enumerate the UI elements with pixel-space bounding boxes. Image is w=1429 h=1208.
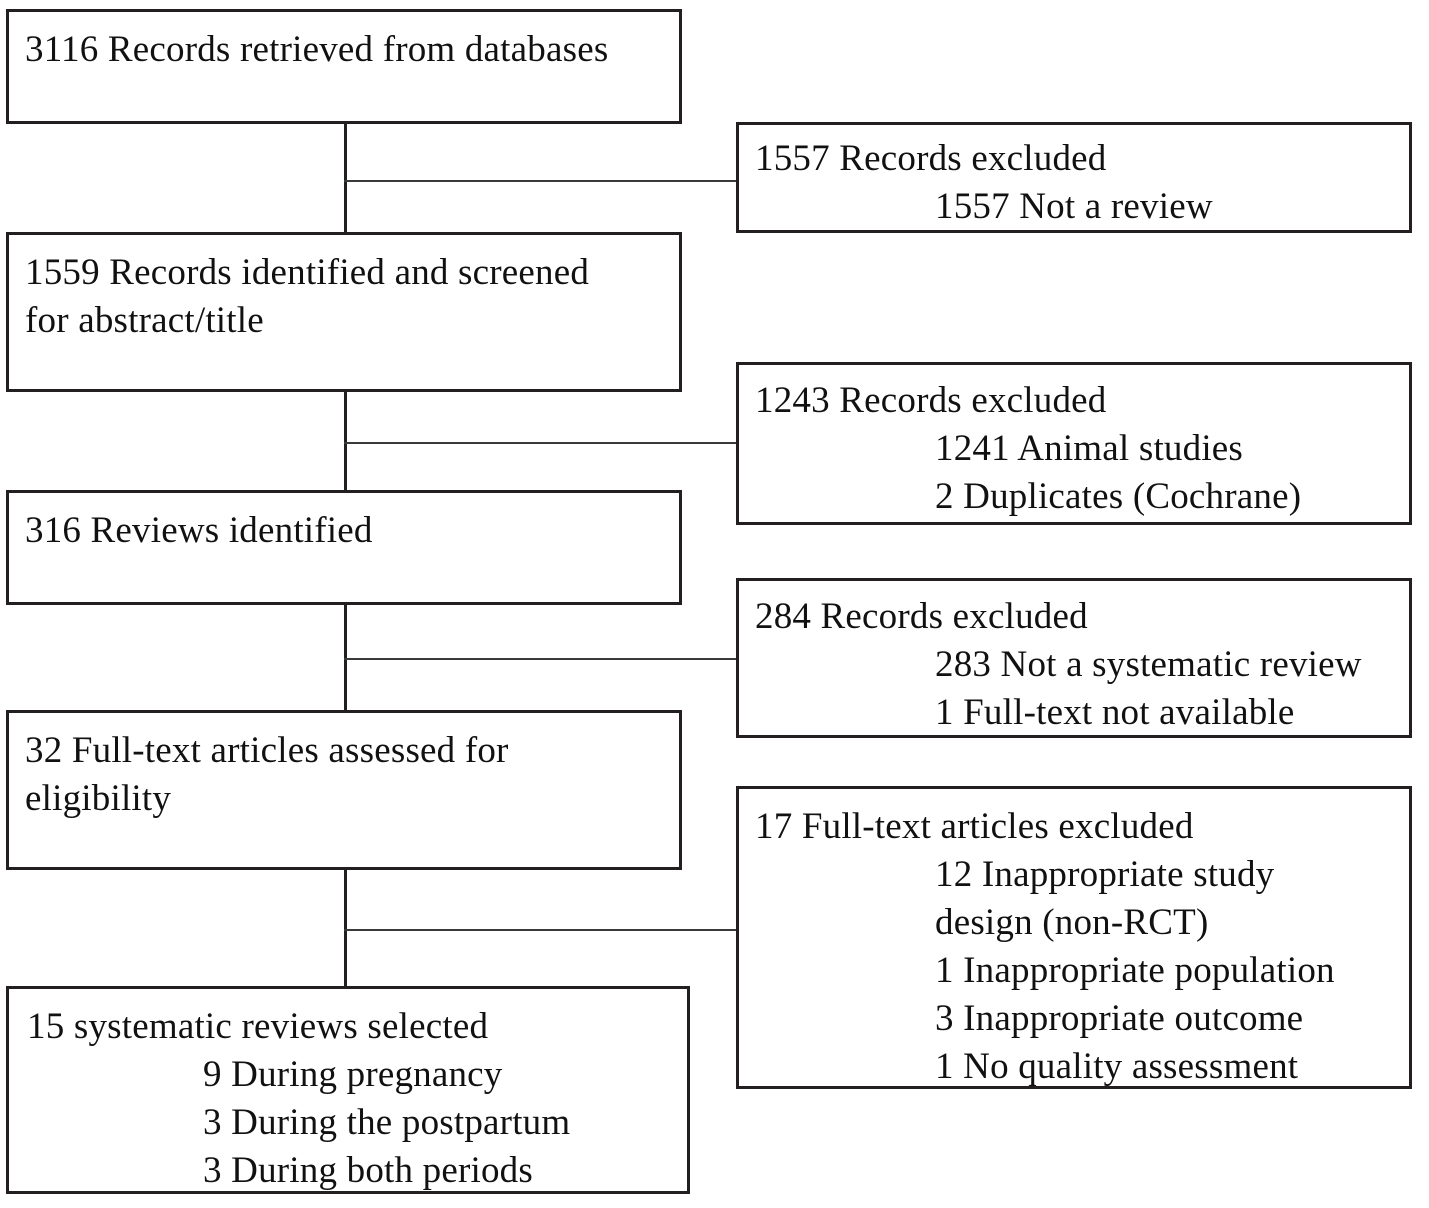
flow-text-line: 3116 Records retrieved from databases bbox=[25, 29, 609, 70]
exclusion-box-1-content: 1557 Records excluded 1557 Not a review bbox=[739, 125, 1409, 231]
exclusion-text-line: 1 Inappropriate population bbox=[935, 950, 1335, 991]
exclusion-text-line: 1241 Animal studies bbox=[935, 428, 1244, 469]
exclusion-box-1: 1557 Records excluded 1557 Not a review bbox=[736, 122, 1412, 233]
exclusion-text-line: 2 Duplicates (Cochrane) bbox=[935, 476, 1302, 517]
exclusion-text-line: 284 Records excluded bbox=[755, 596, 1088, 637]
exclusion-box-2-content: 1243 Records excluded 1241 Animal studie… bbox=[739, 365, 1409, 521]
exclusion-text-line: 12 Inappropriate study bbox=[935, 854, 1275, 895]
flow-text-line: 316 Reviews identified bbox=[25, 510, 373, 551]
flow-box-records-screened-content: 1559 Records identified and screened for… bbox=[9, 235, 679, 345]
flow-box-records-retrieved: 3116 Records retrieved from databases bbox=[6, 9, 682, 124]
connector-vertical-1 bbox=[344, 122, 347, 236]
flow-box-reviews-identified-content: 316 Reviews identified bbox=[9, 493, 679, 555]
exclusion-box-4-content: 17 Full-text articles excluded 12 Inappr… bbox=[739, 789, 1409, 1091]
flow-text-line: 3 During the postpartum bbox=[203, 1102, 571, 1143]
flow-box-records-screened: 1559 Records identified and screened for… bbox=[6, 232, 682, 392]
flow-box-records-retrieved-content: 3116 Records retrieved from databases bbox=[9, 12, 679, 74]
flow-box-systematic-reviews-selected-content: 15 systematic reviews selected 9 During … bbox=[9, 989, 687, 1195]
flow-box-reviews-identified: 316 Reviews identified bbox=[6, 490, 682, 605]
flow-text-line: 9 During pregnancy bbox=[203, 1054, 503, 1095]
exclusion-box-4: 17 Full-text articles excluded 12 Inappr… bbox=[736, 786, 1412, 1089]
exclusion-text-line: 283 Not a systematic review bbox=[935, 644, 1362, 685]
flow-text-line: 32 Full-text articles assessed for bbox=[25, 730, 509, 771]
flow-box-fulltext-assessed-content: 32 Full-text articles assessed for eligi… bbox=[9, 713, 679, 823]
exclusion-text-line: 1557 Not a review bbox=[935, 186, 1213, 227]
flow-box-systematic-reviews-selected: 15 systematic reviews selected 9 During … bbox=[6, 986, 690, 1194]
exclusion-text-line: 3 Inappropriate outcome bbox=[935, 998, 1304, 1039]
exclusion-text-line: 1557 Records excluded bbox=[755, 138, 1107, 179]
exclusion-text-line: 1 Full-text not available bbox=[935, 692, 1295, 733]
flow-text-line: for abstract/title bbox=[25, 300, 264, 341]
connector-vertical-4 bbox=[344, 868, 347, 988]
flow-text-line: eligibility bbox=[25, 778, 172, 819]
flow-text-line: 1559 Records identified and screened bbox=[25, 252, 590, 293]
connector-branch-2 bbox=[344, 442, 738, 444]
flow-text-line: 3 During both periods bbox=[203, 1150, 533, 1191]
flow-text-line: 15 systematic reviews selected bbox=[27, 1006, 489, 1047]
exclusion-box-2: 1243 Records excluded 1241 Animal studie… bbox=[736, 362, 1412, 525]
exclusion-text-line: 17 Full-text articles excluded bbox=[755, 806, 1194, 847]
exclusion-text-line: 1243 Records excluded bbox=[755, 380, 1107, 421]
connector-branch-4 bbox=[344, 929, 738, 931]
exclusion-box-3: 284 Records excluded 283 Not a systemati… bbox=[736, 578, 1412, 738]
exclusion-box-3-content: 284 Records excluded 283 Not a systemati… bbox=[739, 581, 1409, 737]
exclusion-text-line: 1 No quality assessment bbox=[935, 1046, 1299, 1087]
connector-branch-1 bbox=[344, 180, 738, 182]
exclusion-text-line: design (non-RCT) bbox=[935, 902, 1209, 943]
connector-branch-3 bbox=[344, 658, 738, 660]
flow-box-fulltext-assessed: 32 Full-text articles assessed for eligi… bbox=[6, 710, 682, 870]
